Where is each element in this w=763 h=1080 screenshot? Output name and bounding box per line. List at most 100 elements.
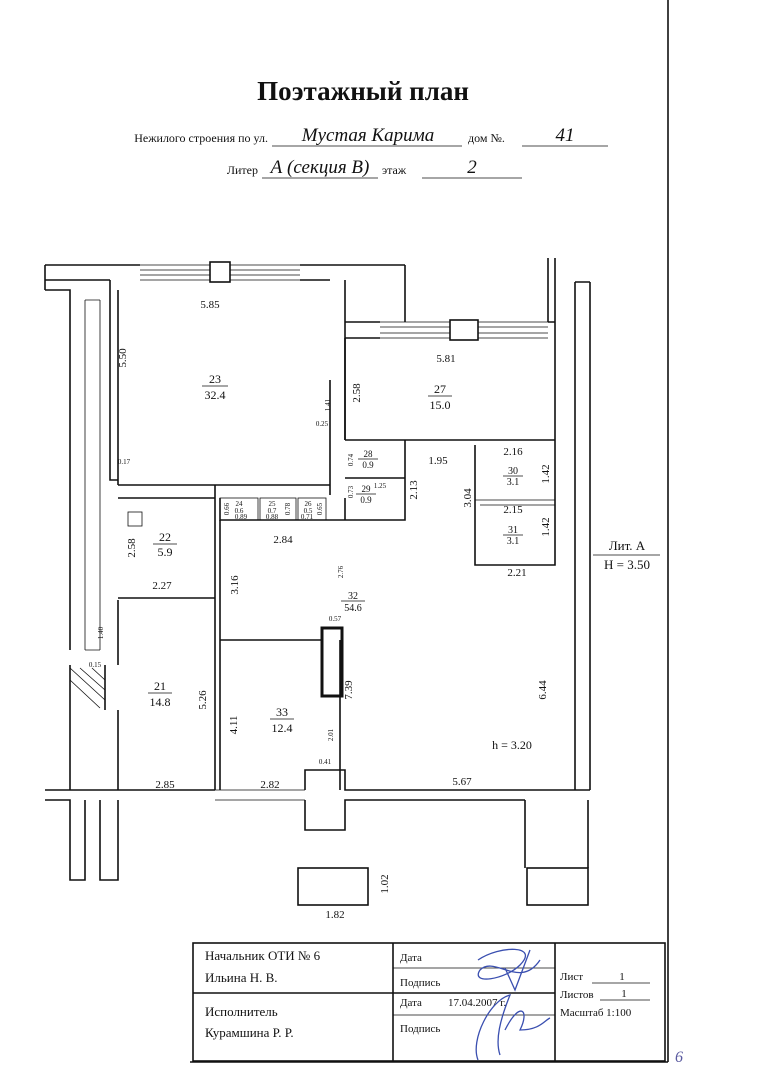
liter-label: Литер: [227, 163, 258, 177]
svg-text:25: 25: [269, 500, 277, 508]
dim: 2.58: [126, 538, 138, 558]
svg-text:21: 21: [154, 679, 166, 693]
dim: 2.82: [260, 779, 279, 791]
room-28: 280.9: [358, 449, 378, 470]
signature-chief: [477, 948, 541, 992]
dim: 2.01: [327, 728, 335, 741]
sign-label-1: Подпись: [400, 977, 440, 989]
dim: 0.74: [347, 453, 355, 466]
svg-text:0.5: 0.5: [304, 507, 313, 515]
dim: 3.16: [229, 575, 241, 595]
svg-text:0.9: 0.9: [362, 460, 374, 470]
dim: 1.25: [374, 482, 387, 490]
walls: [44, 258, 591, 906]
page-number: 6: [675, 1049, 683, 1066]
street-value: Мустая Карима: [301, 125, 434, 146]
dim: 0.25: [316, 420, 329, 428]
house-value: 41: [556, 125, 575, 146]
svg-text:26: 26: [305, 500, 313, 508]
sheet-value: 1: [619, 971, 625, 983]
svg-text:15.0: 15.0: [430, 398, 451, 412]
house-label: дом №.: [468, 131, 505, 145]
dim: 1.42: [540, 517, 552, 536]
date-label-2: Дата: [400, 997, 422, 1009]
room-24: 240.6: [235, 500, 244, 515]
room-30: 303.1: [503, 466, 523, 488]
scale: Масштаб 1:100: [560, 1007, 632, 1019]
dim: 0.65: [316, 502, 324, 515]
dim: 2.13: [408, 480, 420, 500]
svg-text:27: 27: [434, 382, 446, 396]
room-31: 313.1: [503, 525, 523, 547]
dim: 3.04: [462, 488, 474, 508]
executor-name: Курамшина Р. Р.: [205, 1025, 294, 1040]
page-title: Поэтажный план: [257, 76, 469, 106]
svg-text:33: 33: [276, 705, 288, 719]
sheets-label: Листов: [560, 989, 594, 1001]
svg-text:31: 31: [508, 525, 518, 536]
signature-executor: [475, 994, 551, 1061]
dim: 0.88: [266, 513, 279, 521]
floor-value: 2: [467, 157, 477, 178]
chief-title: Начальник ОТИ № 6: [205, 948, 321, 963]
svg-text:28: 28: [364, 449, 374, 459]
inner-height: h = 3.20: [492, 738, 532, 752]
dim: 1.40: [97, 626, 105, 639]
dim: 5.85: [200, 299, 220, 311]
svg-text:29: 29: [362, 484, 372, 494]
dim: 1.42: [540, 464, 552, 483]
height-legend: H = 3.50: [604, 557, 650, 572]
floor-label: этаж: [382, 163, 407, 177]
dim: 2.27: [152, 580, 172, 592]
title-block: Начальник ОТИ № 6 Ильина Н. В. Исполните…: [192, 942, 666, 1062]
date-label-1: Дата: [400, 952, 422, 964]
executor-title: Исполнитель: [205, 1004, 278, 1019]
dim: 0.41: [319, 758, 332, 766]
chief-name: Ильина Н. В.: [205, 970, 278, 985]
svg-text:24: 24: [236, 500, 244, 508]
dim: 0.78: [284, 502, 292, 515]
room-25: 250.7: [268, 500, 277, 515]
room-22: 225.9: [153, 530, 177, 559]
dim: 2.16: [503, 446, 523, 458]
dim: 0.57: [329, 615, 342, 623]
room-21: 21 14.8: [148, 679, 172, 709]
room-29: 290.9: [356, 484, 376, 505]
liter-value: А (секция В): [269, 157, 370, 178]
dim: 0.66: [223, 502, 231, 515]
dim: 0.17: [118, 458, 131, 466]
svg-text:0.7: 0.7: [268, 507, 277, 515]
sign-label-2: Подпись: [400, 1023, 440, 1035]
street-prefix: Нежилого строения по ул.: [134, 131, 268, 145]
svg-text:0.6: 0.6: [235, 507, 244, 515]
liter-legend: Лит. А: [609, 538, 646, 553]
svg-text:14.8: 14.8: [150, 695, 171, 709]
dim: 1.82: [325, 909, 344, 921]
sheets-value: 1: [621, 988, 627, 1000]
dim: 0.73: [347, 485, 355, 498]
dim: 2.58: [351, 383, 363, 403]
dim: 1.95: [428, 455, 448, 467]
dim: 4.11: [228, 716, 240, 735]
dim: 5.50: [117, 348, 129, 368]
dim: 2.76: [337, 565, 345, 578]
dim: 2.15: [503, 504, 523, 516]
dim: 5.26: [197, 690, 209, 710]
room-27: 27 15.0: [428, 382, 452, 412]
date-value: 17.04.2007 г.: [448, 997, 507, 1009]
svg-text:0.9: 0.9: [360, 495, 372, 505]
svg-text:54.6: 54.6: [344, 603, 362, 614]
dim: 7.39: [343, 680, 355, 700]
dim: 2.84: [273, 534, 293, 546]
dim: 1.02: [379, 874, 391, 893]
dim: 5.67: [452, 776, 472, 788]
dimension-labels: 5.85 5.50 1.41 0.25 0.17 5.81 2.58 0.74 …: [89, 299, 552, 921]
svg-text:32.4: 32.4: [205, 388, 226, 402]
dim: 0.89: [235, 513, 248, 521]
svg-text:3.1: 3.1: [507, 477, 520, 488]
dim: 6.44: [537, 680, 549, 700]
